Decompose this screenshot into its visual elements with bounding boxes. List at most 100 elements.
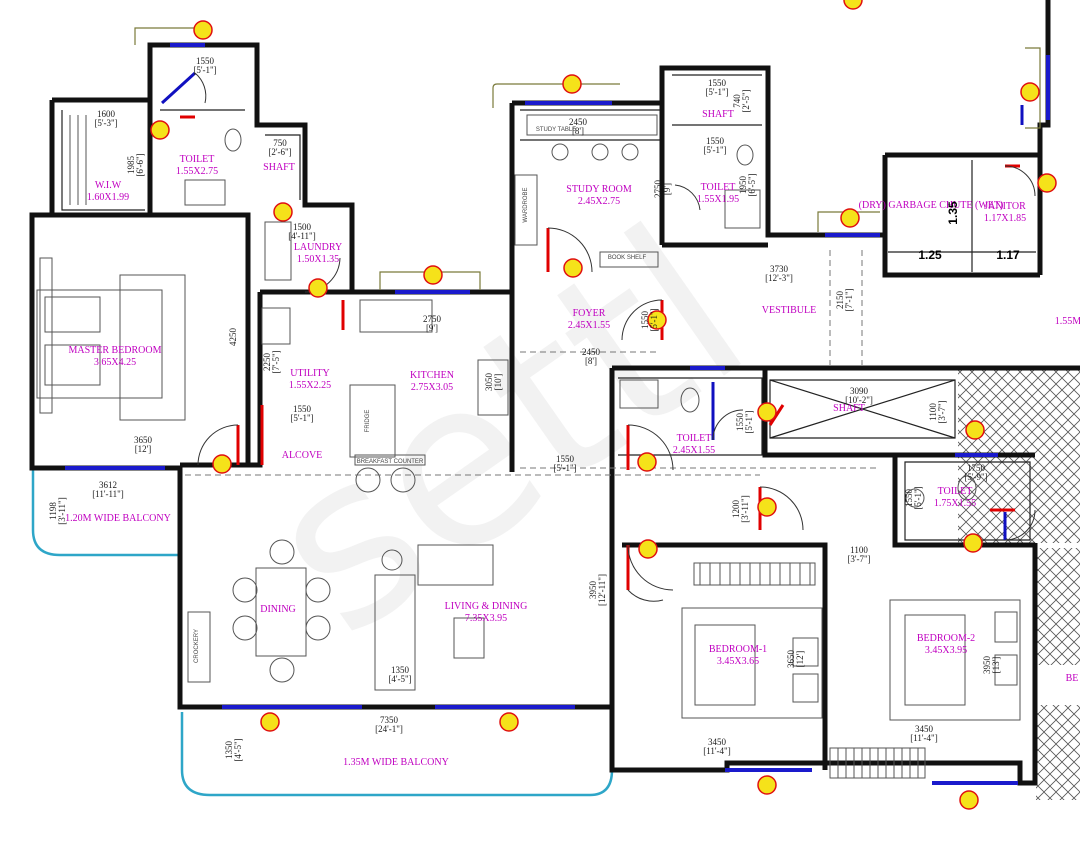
- room-name-bedroom-1: BEDROOM-1: [709, 644, 767, 655]
- room-name-dry-garbage: (DRY) GARBAGE CHUTE (WET): [859, 200, 1004, 211]
- room-name-alcove: ALCOVE: [282, 450, 323, 461]
- dimension: 1550[5'-1"]: [553, 454, 576, 473]
- dimension-value: 1600: [97, 109, 116, 119]
- dimension-value: 3450: [708, 737, 727, 747]
- marker: [647, 310, 667, 330]
- dimension: 2450[8']: [582, 347, 601, 366]
- balcony-2-outline: [180, 712, 614, 797]
- dimension-imperial: [12'-3"]: [765, 273, 793, 283]
- dimension-imperial: [8']: [585, 356, 597, 366]
- room-name-toilet-2: TOILET: [701, 182, 736, 193]
- dimension-value: 1500: [293, 222, 312, 232]
- room-size-master-bedroom: 3.65X4.25: [94, 357, 136, 368]
- room-size-wiw: 1.60X1.99: [87, 192, 129, 203]
- room-name-dining: DINING: [260, 604, 296, 615]
- dimension-value: 1200: [731, 500, 741, 519]
- room-name-study: STUDY ROOM: [566, 184, 632, 195]
- room-name-shaft-2: SHAFT: [702, 109, 734, 120]
- dimension-value: 3450: [915, 724, 934, 734]
- dimension-value: 1550: [196, 56, 215, 66]
- dimension-value: 1550: [640, 311, 650, 330]
- dimension-imperial: [12']: [135, 444, 152, 454]
- marker: [757, 775, 777, 795]
- dimension-imperial: [11'-11"]: [92, 489, 124, 499]
- room-name-wiw: W.I.W: [95, 180, 122, 191]
- dimension: 1750[5'-9"]: [964, 463, 987, 482]
- dimension-imperial: [4'-11"]: [288, 231, 315, 241]
- dimension: 1200[3'-11"]: [731, 495, 750, 522]
- marker: [499, 712, 519, 732]
- dimension-imperial: [10']: [493, 374, 503, 391]
- dimension-value: 3950: [588, 581, 598, 600]
- marker: [563, 258, 583, 278]
- bold-dimension: 1.35: [946, 201, 960, 225]
- furniture-label: BOOK SHELF: [608, 255, 647, 261]
- dimension-value: 4250: [228, 328, 238, 347]
- interior-lines: [61, 74, 1036, 541]
- dimension-value: 3090: [850, 386, 869, 396]
- marker: [638, 539, 658, 559]
- dimension: 1550[5'-1"]: [904, 486, 923, 509]
- room-name-shaft-1: SHAFT: [263, 162, 295, 173]
- dimension-imperial: [3'-11"]: [740, 495, 750, 522]
- dimension-imperial: [13']: [991, 657, 1001, 674]
- room-name-kitchen: KITCHEN: [410, 370, 454, 381]
- dimension: 2450[8']: [569, 117, 588, 136]
- dimension-imperial: [6'-5"]: [747, 173, 757, 196]
- dimension-value: 3730: [770, 264, 789, 274]
- dashed-lines: [185, 250, 880, 476]
- dimension-imperial: [5'-1"]: [553, 463, 576, 473]
- dimension-value: 1550: [556, 454, 575, 464]
- room-size-study: 2.45X2.75: [578, 196, 620, 207]
- dimension: 1550[5'-1"]: [193, 56, 216, 75]
- dimension-value: 2150: [835, 291, 845, 310]
- dimension-value: 3950: [982, 656, 992, 675]
- dimension-imperial: [9']: [662, 183, 672, 195]
- dimension: 1550[5'-1"]: [705, 78, 728, 97]
- room-size-janitor: 1.17X1.85: [984, 213, 1026, 224]
- dimension-imperial: [5'-1"]: [703, 145, 726, 155]
- dimension: 1985[6'-6"]: [126, 153, 145, 176]
- dimension-value: 1100: [928, 403, 938, 421]
- marker: [260, 712, 280, 732]
- dimension-value: 2750: [423, 314, 442, 324]
- bold-dimension: 1.25: [918, 248, 942, 262]
- dimension-imperial: [4'-5"]: [388, 674, 411, 684]
- marker: [757, 402, 777, 422]
- dimension-imperial: [7'-1"]: [844, 288, 854, 311]
- room-name-laundry: LAUNDRY: [294, 242, 342, 253]
- furniture-label: WARDROBE: [523, 187, 529, 222]
- furniture-label: CROCKERY: [194, 629, 200, 663]
- room-name-balcony-2: 1.35M WIDE BALCONY: [343, 757, 449, 768]
- windows: [65, 43, 1050, 785]
- dimension: 7350[24'-1"]: [375, 715, 403, 734]
- door-swings: [194, 72, 1036, 602]
- dimension: 2750[9']: [653, 180, 672, 199]
- room-name-vestibule: VESTIBULE: [762, 305, 816, 316]
- room-name-foyer: FOYER: [573, 308, 606, 319]
- room-name-janitor: JANITOR: [984, 201, 1026, 212]
- room-size-bedroom-2: 3.45X3.95: [925, 645, 967, 656]
- dimension-imperial: [3'-7"]: [847, 554, 870, 564]
- dimension-value: 740: [732, 94, 742, 108]
- dimension: 3650[12']: [786, 650, 805, 669]
- dimension: 4250: [228, 328, 238, 347]
- dimension-value: 1198: [48, 502, 58, 520]
- dimension: 1500[4'-11"]: [288, 222, 315, 241]
- dimension-imperial: [5'-1"]: [913, 486, 923, 509]
- dimension-value: 3050: [484, 373, 494, 392]
- room-size-bedroom-1: 3.45X3.65: [717, 656, 759, 667]
- room-name-toilet-4: TOILET: [938, 486, 973, 497]
- dimension-value: 1550: [904, 489, 914, 508]
- dimension-imperial: [5'-1"]: [705, 87, 728, 97]
- dimension-imperial: [5'-1"]: [744, 410, 754, 433]
- dimension: 1950[6'-5"]: [738, 173, 757, 196]
- dimension-value: 1950: [738, 176, 748, 195]
- terrace-strip: [1036, 665, 1080, 705]
- dimension-imperial: [2'-6"]: [268, 147, 291, 157]
- dimension: 1198[3'-11"]: [48, 497, 67, 524]
